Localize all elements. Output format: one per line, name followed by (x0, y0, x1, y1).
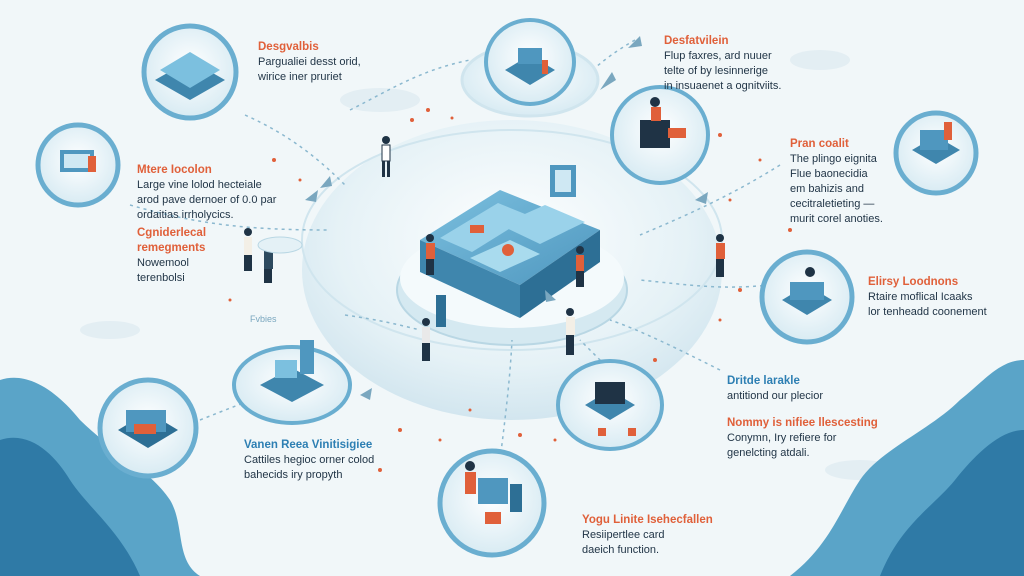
label-line: telte of by lesinnerige (664, 65, 768, 77)
badge-left-mid (35, 122, 121, 208)
label-vanen-reea: Vanen Reea Vinitisigiee Cattiles hegioc … (244, 438, 404, 483)
label-line: Conymn, Iry refiere for (727, 432, 837, 444)
badge-bottom-left (97, 377, 199, 479)
badge-bottom-right (556, 359, 664, 451)
label-title: Nommy is nifiee llescesting (727, 417, 878, 429)
label-line: murit corel anoties. (790, 213, 883, 225)
label-line: ordaitias irrholycics. (137, 209, 234, 221)
central-building-illustration (420, 165, 600, 318)
label-title: Cgniderlecal remegments (137, 227, 207, 254)
label-title: Yogu Linite Isehecfallen (582, 514, 713, 526)
badge-bottom-center (437, 448, 547, 558)
label-line: antitiond our plecior (727, 390, 824, 402)
label-title: Desgvalbis (258, 41, 319, 53)
label-title: Desfatvilein (664, 35, 729, 47)
label-line: in insuaenet a ognitviits. (664, 80, 782, 92)
label-line: genelcting atdali. (727, 447, 810, 459)
label-line: Cattiles hegioc orner colod (244, 454, 375, 466)
label-line: Flue baonecidia (790, 168, 868, 180)
label-line: Large vine lolod hecteiale (137, 179, 262, 191)
label-line: Nowemool (137, 257, 189, 269)
mountains-right (790, 360, 1024, 576)
label-cgniderlecal: Cgniderlecal remegments Nowemool terenbo… (137, 226, 227, 286)
badge-top-center (460, 18, 600, 118)
label-line: wirice iner pruriet (258, 71, 342, 83)
label-line: bahecids iry propyth (244, 469, 343, 481)
label-line: em bahizis and (790, 183, 864, 195)
label-line: cecitraletieting — (790, 198, 875, 210)
label-pran-coalit: Pran coalit The plingo eignita Flue baon… (790, 137, 910, 227)
label-mtere-iocolon: Mtere Iocolon Large vine lolod hecteiale… (137, 163, 312, 223)
label-line: Pargualiei desst orid, (258, 56, 361, 68)
label-line: arod pave dernoer of 0.0 par (137, 194, 277, 206)
badge-far-right (893, 110, 979, 196)
label-line: Resiipertlee card (582, 529, 665, 541)
label-line: The plingo eignita (790, 153, 877, 165)
label-title: Elirsy Loodnons (868, 276, 959, 288)
badge-top-left (141, 23, 239, 121)
label-elirsy-loodnons: Elirsy Loodnons Rtaire moflical Icaaks l… (868, 275, 1018, 320)
label-line: lor tenheadd coonement (868, 306, 987, 318)
badge-left-low (232, 340, 352, 425)
label-line: daeich function. (582, 544, 660, 556)
floating-small-text: Fvbies (250, 314, 277, 324)
label-desgvalbis: Desgvalbis Pargualiei desst orid, wirice… (258, 40, 408, 85)
label-title: Pran coalit (790, 138, 849, 150)
label-yogu-linite: Yogu Linite Isehecfallen Resiipertlee ca… (582, 513, 752, 558)
label-desfatvilein: Desfatvilein Flup faxres, ard nuuer telt… (664, 34, 814, 94)
label-line: terenbolsi (137, 272, 185, 284)
arrow-markers (305, 36, 708, 400)
badge-right-mid (759, 249, 855, 345)
label-title: Dritde larakle (727, 375, 800, 387)
label-title: Vanen Reea Vinitisigiee (244, 439, 373, 451)
label-line: Flup faxres, ard nuuer (664, 50, 772, 62)
people-illustrations (244, 136, 725, 361)
label-line: Rtaire moflical Icaaks (868, 291, 973, 303)
mountains-left (0, 377, 200, 576)
label-nommy-is-nifiee: Nommy is nifiee llescesting Conymn, Iry … (727, 416, 897, 461)
label-dritde-larakle: Dritde larakle antitiond our plecior (727, 374, 867, 404)
label-title: Mtere Iocolon (137, 164, 212, 176)
badge-top-right (610, 85, 710, 185)
